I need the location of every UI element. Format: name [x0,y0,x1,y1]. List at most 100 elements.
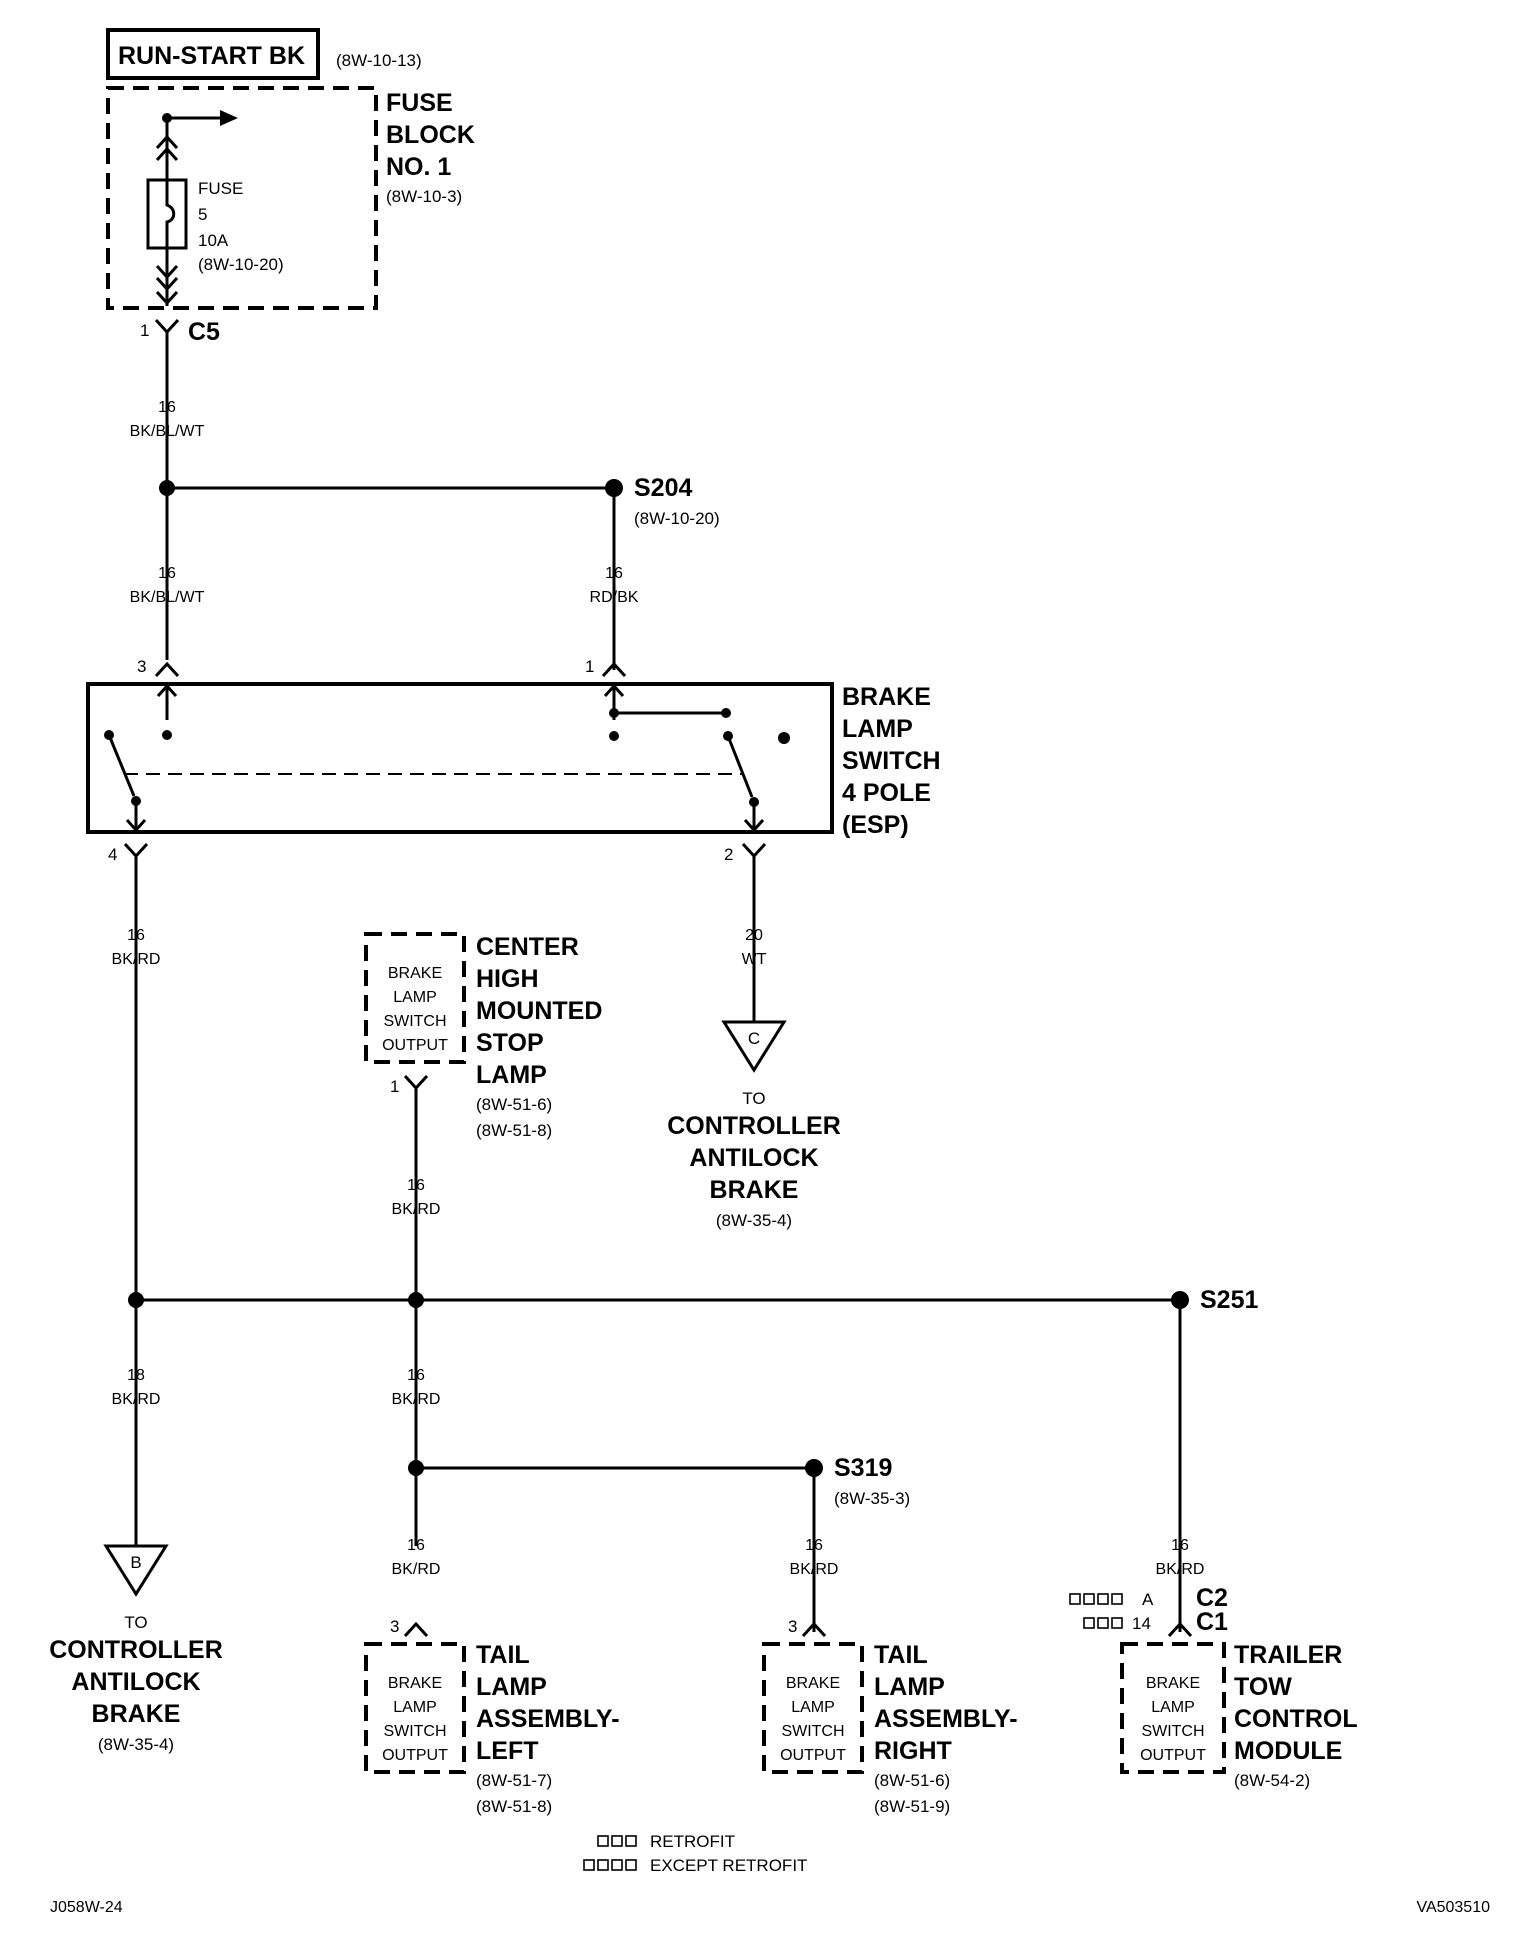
tail-right-box-line-1: BRAKE [786,1675,840,1692]
cab-c-label-3: BRAKE [710,1176,799,1204]
fuse-block-label-2: BLOCK [386,121,475,149]
tail-left-label-2: LAMP [476,1673,547,1701]
cab-b-label-1: CONTROLLER [49,1636,223,1664]
connector-male-icon [1167,1621,1193,1638]
chmsl-ref-2: (8W-51-8) [476,1121,552,1140]
tail-right-box-line-2: LAMP [791,1699,835,1716]
connector-male-icon [801,1621,827,1638]
c2-label: C2 [1196,1584,1228,1612]
connector-male-icon [154,661,180,678]
chevron-down-icon [155,264,179,280]
wire11-gauge: 16 [1171,1537,1189,1554]
fuse-block-box [106,86,378,310]
legend-except-squares [583,1859,637,1871]
tail-left-pin: 3 [390,1617,399,1636]
cab-c-label-1: CONTROLLER [667,1112,841,1140]
tail-left-box-line-2: LAMP [393,1699,437,1716]
wire2-color: BK/BL/WT [130,589,205,606]
brake-switch-label-2: LAMP [842,715,913,743]
tail-left-box [364,1642,466,1774]
retrofit-squares-14 [1083,1617,1123,1629]
switch-contact [721,708,731,718]
footer-left: J058W-24 [50,1899,123,1916]
trailer-box-line-1: BRAKE [1146,1675,1200,1692]
tail-left-box-line-3: SWITCH [383,1723,446,1740]
tail-right-label-3: ASSEMBLY- [874,1705,1018,1733]
trailer-box-line-2: LAMP [1151,1699,1195,1716]
run-start-ref: (8W-10-13) [336,51,422,70]
s204-ref: (8W-10-20) [634,509,720,528]
trailer-label-1: TRAILER [1234,1641,1342,1669]
chmsl-box-line-1: BRAKE [388,965,442,982]
tail-left-label-1: TAIL [476,1641,530,1669]
wire6-gauge: 16 [407,1177,425,1194]
arrow-down-icon [743,818,765,833]
tail-left-label-3: ASSEMBLY- [476,1705,620,1733]
tail-right-label-4: RIGHT [874,1737,952,1765]
connector-female-icon [123,842,149,859]
switch-contact [162,730,172,740]
chmsl-label-4: STOP [476,1029,544,1057]
switch-pin-1: 1 [585,657,594,676]
connector-c-label: C [748,1029,760,1048]
chmsl-pin: 1 [390,1077,399,1096]
brake-switch-label-4: 4 POLE [842,779,931,807]
brake-switch-label-1: BRAKE [842,683,931,711]
brake-switch-label-3: SWITCH [842,747,941,775]
wire10-gauge: 16 [805,1537,823,1554]
c1-label: C1 [1196,1608,1228,1636]
tail-left-box-line-1: BRAKE [388,1675,442,1692]
trailer-pin-a: A [1142,1590,1154,1609]
footer-right: VA503510 [1416,1899,1490,1916]
switch-contact [609,731,619,741]
chmsl-box-line-3: SWITCH [383,1013,446,1030]
wire4-color: BK/RD [112,951,161,968]
legend-except-retrofit: EXCEPT RETROFIT [650,1856,807,1875]
brake-switch-label-5: (ESP) [842,811,909,839]
wire1-gauge: 16 [158,399,176,416]
tail-right-ref-1: (8W-51-6) [874,1771,950,1790]
arrow-right-icon [220,110,238,126]
s204-label: S204 [634,474,692,502]
legend-retrofit-squares [597,1835,637,1847]
retrofit-squares-a [1069,1593,1123,1605]
wire9-gauge: 16 [407,1537,425,1554]
wire9-color: BK/RD [392,1561,441,1578]
c5-label: C5 [188,318,220,346]
arrow-down-icon [125,818,147,833]
chevron-down-icon [155,276,179,292]
connector-female-icon [403,1074,429,1091]
tail-left-box-line-4: OUTPUT [382,1747,448,1764]
switch-pin-3: 3 [137,657,146,676]
chmsl-box-line-4: OUTPUT [382,1037,448,1054]
switch-pin-2: 2 [724,845,733,864]
connector-male-icon [403,1621,429,1638]
tail-left-ref-2: (8W-51-8) [476,1797,552,1816]
tail-right-box-line-4: OUTPUT [780,1747,846,1764]
cab-c-label-2: ANTILOCK [689,1144,818,1172]
trailer-label-2: TOW [1234,1673,1292,1701]
switch-blade-left [107,734,136,797]
cab-b-ref: (8W-35-4) [98,1735,174,1754]
trailer-label-4: MODULE [1234,1737,1342,1765]
wire3-color: RD/BK [590,589,639,606]
chmsl-label-1: CENTER [476,933,579,961]
chmsl-box [364,932,466,1064]
legend-retrofit: RETROFIT [650,1832,735,1851]
fuse-label: FUSE [198,179,243,198]
wire8-color: BK/RD [392,1391,441,1408]
connector-c-triangle [721,1020,787,1073]
connector-male-icon [601,661,627,678]
connector-female-icon [154,318,180,335]
connector-b-triangle [103,1544,169,1597]
chmsl-ref-1: (8W-51-6) [476,1095,552,1114]
to-label-b: TO [124,1613,147,1632]
wire3-gauge: 16 [605,565,623,582]
wire7-color: BK/RD [112,1391,161,1408]
arrow-up-icon [603,683,625,698]
connector-female-icon [741,842,767,859]
tail-left-label-4: LEFT [476,1737,539,1765]
fuse-element [165,180,176,248]
wire6-color: BK/RD [392,1201,441,1218]
chevron-up-icon [155,134,179,150]
